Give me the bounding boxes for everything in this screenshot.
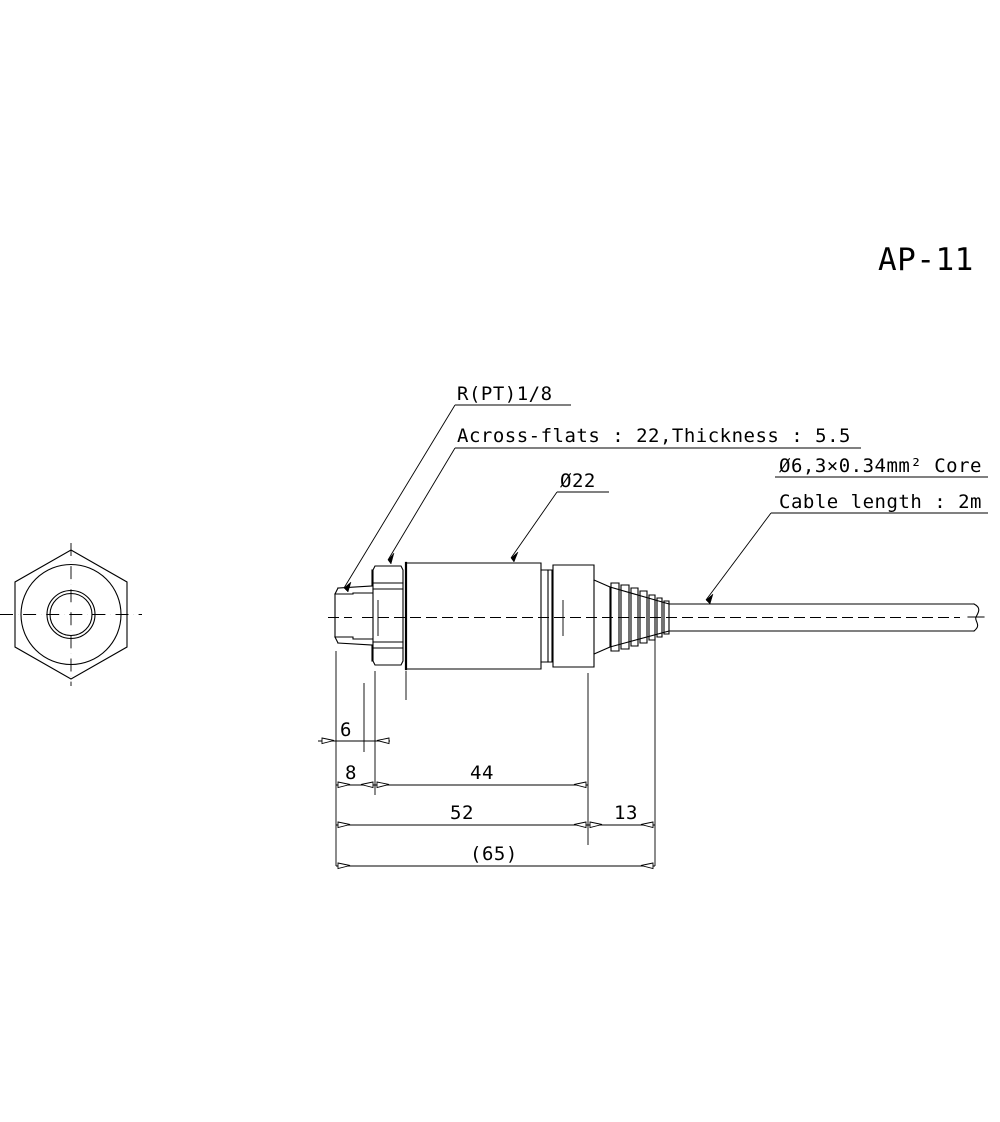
bellows-taper-top (609, 586, 670, 605)
main-body (404, 561, 542, 671)
dim-8-arrow-right (360, 781, 374, 789)
dimension-set: 6 8 44 52 13 (65) (318, 640, 656, 870)
bellow-rib-3 (630, 587, 639, 647)
hexagon-outline (14, 549, 128, 680)
dim-44-arrow-right (573, 781, 587, 789)
bellow-rib-7 (663, 600, 670, 635)
dim-label-65: (65) (470, 843, 518, 865)
dim-6-arrow-right (376, 737, 390, 745)
leader-cable-arrow (705, 593, 714, 605)
dim-label-6: 6 (340, 719, 352, 741)
leader-thread-arrow (343, 581, 352, 593)
leader-cable (705, 512, 772, 601)
dim-label-13: 13 (614, 802, 638, 824)
port-bot-1 (334, 636, 373, 640)
bellows-taper-bot (609, 630, 670, 648)
port-chamfer-bot (334, 636, 339, 644)
rear-housing (552, 564, 595, 668)
threaded-port (334, 569, 373, 662)
dim-52-arrow-left (337, 821, 351, 829)
body-step (540, 569, 553, 663)
dim-8-arrow-left (337, 781, 351, 789)
bellow-rib-6 (656, 597, 663, 638)
hexnut-outline (372, 565, 404, 666)
drawing-title: AP-11 (878, 242, 974, 278)
leader-hex-arrow (387, 552, 395, 565)
dim-label-44: 44 (470, 762, 494, 784)
annotation-leaders: R(PT)1/8 Across-flats : 22,Thickness : 5… (343, 383, 988, 605)
dim-13-arrow-right (640, 821, 654, 829)
note-body-dia: Ø22 (560, 470, 596, 492)
dim-65-arrow-left (337, 862, 351, 870)
dim-13-arrow-left (589, 821, 603, 829)
dim-52-arrow-right (573, 821, 587, 829)
leader-hex (387, 447, 456, 561)
note-cable-core: Ø6,3×0.34mm² Core (779, 455, 982, 477)
leader-thread (343, 404, 456, 589)
port-thread-crest-bot (337, 642, 373, 646)
dim-6-arrow-left (321, 737, 335, 745)
hex-end-view (0, 543, 142, 686)
strain-relief-bellows (609, 582, 670, 652)
body-outline (405, 562, 542, 670)
port-chamfer-top (334, 587, 339, 595)
note-cable-length: Cable length : 2m (779, 491, 982, 513)
rear-housing-outline (552, 564, 595, 668)
port-thread-crest-top (337, 585, 373, 589)
cone-transition (593, 579, 611, 655)
dim-65-arrow-right (640, 862, 654, 870)
dim-label-52: 52 (450, 802, 474, 824)
step-ring (540, 569, 553, 663)
leader-body-dia-arrow (510, 551, 519, 563)
bellow-rib-2 (620, 584, 630, 650)
cable (668, 603, 985, 632)
note-hex: Across-flats : 22,Thickness : 5.5 (457, 425, 851, 447)
dim-label-8: 8 (345, 762, 357, 784)
dim-44-arrow-left (376, 781, 390, 789)
side-section-view (328, 561, 985, 671)
port-top-1 (334, 592, 373, 595)
cone-outline (593, 579, 611, 655)
hex-nut-side (372, 565, 404, 666)
bellow-rib-4 (639, 590, 648, 644)
note-thread: R(PT)1/8 (457, 383, 553, 405)
leader-body-dia (510, 491, 558, 559)
bellow-rib-1 (610, 582, 620, 652)
